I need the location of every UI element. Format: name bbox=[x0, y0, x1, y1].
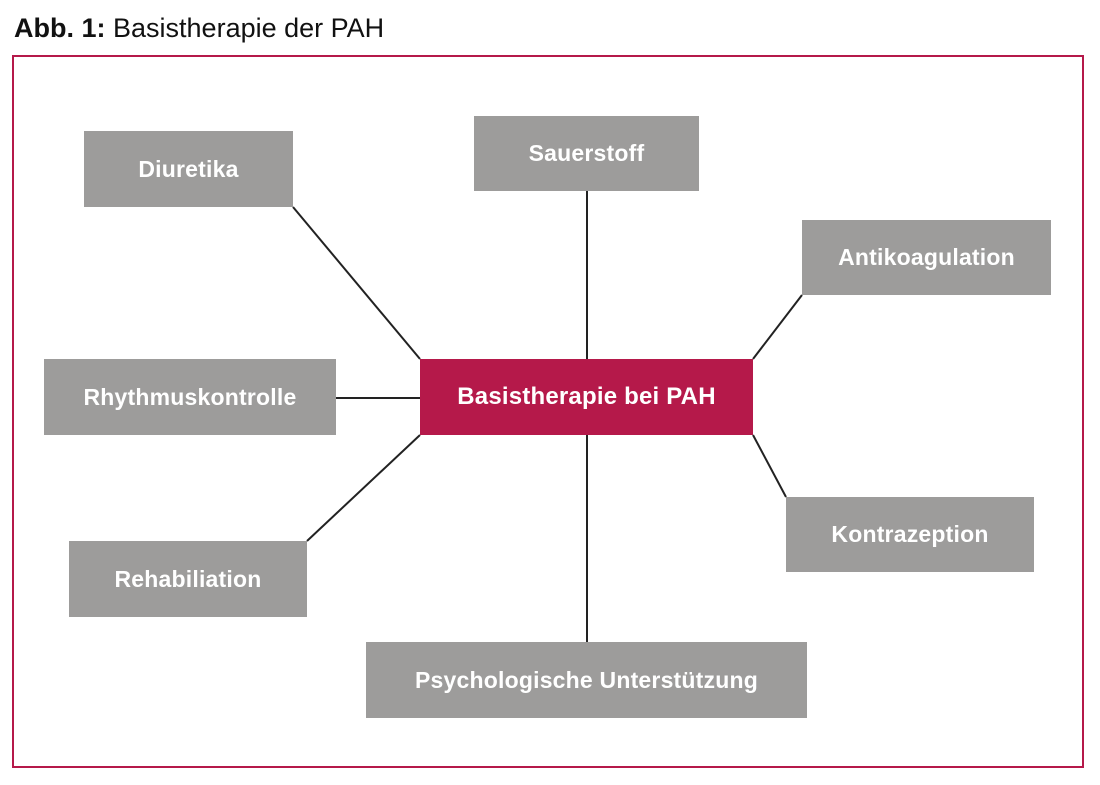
node-rhythmuskontrolle: Rhythmuskontrolle bbox=[44, 359, 336, 435]
figure-caption: Abb. 1: Basistherapie der PAH bbox=[14, 10, 384, 46]
node-diuretika: Diuretika bbox=[84, 131, 293, 207]
node-rehabiliation: Rehabiliation bbox=[69, 541, 307, 617]
node-antikoagulation: Antikoagulation bbox=[802, 220, 1051, 295]
connector-kontrazeption bbox=[752, 434, 787, 498]
node-kontrazeption: Kontrazeption bbox=[786, 497, 1034, 572]
figure-label: Abb. 1: bbox=[14, 13, 106, 43]
connector-rehabiliation bbox=[306, 434, 421, 542]
figure-title: Basistherapie der PAH bbox=[113, 13, 385, 43]
node-psychologische-unterstuetzung: Psychologische Unterstützung bbox=[366, 642, 807, 718]
node-sauerstoff: Sauerstoff bbox=[474, 116, 699, 191]
connector-diuretika bbox=[292, 206, 421, 360]
node-basistherapie-center: Basistherapie bei PAH bbox=[420, 359, 753, 435]
connector-antikoagulation bbox=[752, 294, 803, 360]
diagram-frame bbox=[12, 55, 1084, 768]
